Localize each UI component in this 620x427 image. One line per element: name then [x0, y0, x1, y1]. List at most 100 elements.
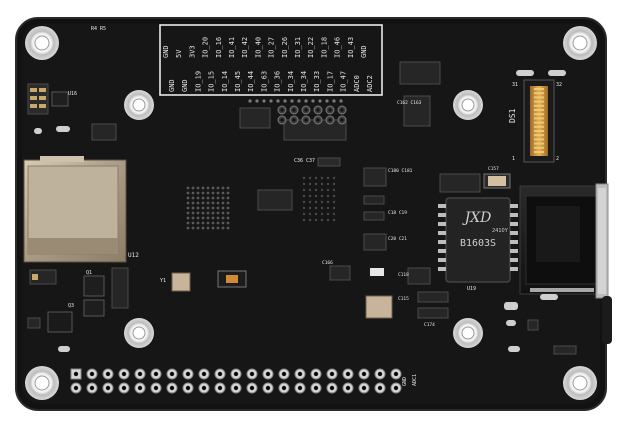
- bga-ball: [206, 226, 210, 230]
- bga-ball: [221, 206, 225, 210]
- header-pad-hole: [121, 385, 127, 391]
- bga-ball: [326, 182, 330, 186]
- bga-ball: [186, 201, 190, 205]
- header-pad-hole: [137, 385, 143, 391]
- bga-ball: [216, 191, 220, 195]
- bga-ball: [326, 176, 330, 180]
- bga-ball: [196, 206, 200, 210]
- sd-card-slot: U12: [23, 156, 139, 263]
- caps-right-a-label: C180 C181: [388, 168, 413, 174]
- header-label-top: GND: [360, 45, 368, 58]
- bga-ball: [332, 194, 336, 198]
- header-pad-hole: [169, 371, 175, 377]
- header-pad-hole: [153, 385, 159, 391]
- header-label-top: 3V3: [188, 45, 196, 58]
- xfmr-pin: [510, 231, 518, 235]
- bga-ball: [226, 191, 230, 195]
- bga-ball: [221, 216, 225, 220]
- header-label-top: IO_27: [268, 37, 276, 58]
- bga-ball: [196, 186, 200, 190]
- header-pad-hole: [377, 385, 383, 391]
- header-label-top: IO_16: [215, 37, 223, 58]
- header-label-bottom: IO_34: [300, 71, 308, 92]
- bga-ball: [221, 196, 225, 200]
- fpc-pin: [534, 130, 544, 132]
- bga-ball: [314, 200, 318, 204]
- header-label-bottom: IO_15: [208, 71, 216, 92]
- bga-ball: [206, 196, 210, 200]
- header-pin-label-block: GNDGND5VGND3V3IO_19IO_20IO_15IO_16IO_14I…: [159, 24, 383, 96]
- header-label-top: IO_46: [334, 37, 342, 58]
- bga-ball: [196, 211, 200, 215]
- header-label-bottom: IO_47: [340, 71, 348, 92]
- bottom-adc-label: ADC1: [412, 374, 418, 386]
- bga-ball: [201, 191, 205, 195]
- bga-ball: [211, 191, 215, 195]
- bga-ball: [211, 211, 215, 215]
- header-pad-hole: [328, 118, 332, 122]
- bga-ball: [191, 186, 195, 190]
- bga-ball: [216, 186, 220, 190]
- fpc-pin: [534, 151, 544, 153]
- bga-ball: [206, 206, 210, 210]
- bga-ball: [314, 194, 318, 198]
- via: [297, 99, 301, 103]
- bga-ball: [186, 191, 190, 195]
- via: [339, 99, 343, 103]
- header-pad-hole: [313, 385, 319, 391]
- bga-ball: [326, 194, 330, 198]
- bga-ball: [206, 211, 210, 215]
- bga-ball: [314, 182, 318, 186]
- bga-ball: [191, 216, 195, 220]
- header-label-bottom: IO_14: [221, 71, 229, 92]
- bga-ball: [332, 218, 336, 222]
- bga-ball: [186, 186, 190, 190]
- bga-ball: [302, 188, 306, 192]
- header-pad-hole: [345, 371, 351, 377]
- header-pad-hole: [345, 385, 351, 391]
- bga-ball: [308, 218, 312, 222]
- xfmr-pin: [510, 240, 518, 244]
- rj45-jack: [519, 183, 612, 344]
- header-pad-hole: [249, 371, 255, 377]
- via: [262, 99, 266, 103]
- header-label-top: IO_40: [254, 37, 262, 58]
- header-pad-hole: [265, 371, 271, 377]
- bottom-pin-header: [70, 368, 402, 394]
- misc-c-label: C118: [398, 272, 409, 278]
- bga-ball: [308, 188, 312, 192]
- bga-ball: [201, 216, 205, 220]
- bga-ball: [332, 176, 336, 180]
- header-label-top: 5V: [175, 49, 183, 58]
- bga-ball: [226, 196, 230, 200]
- bga-ball: [191, 191, 195, 195]
- header-pad-hole: [297, 371, 303, 377]
- via: [325, 99, 329, 103]
- header-pad-hole: [217, 385, 223, 391]
- bga-ball: [216, 196, 220, 200]
- header-pad-hole: [340, 118, 344, 122]
- bga-ball: [211, 206, 215, 210]
- bga-ball: [206, 191, 210, 195]
- header-pad-hole: [121, 371, 127, 377]
- bga-ball: [302, 176, 306, 180]
- bga-ball: [216, 211, 220, 215]
- bga-ball: [320, 212, 324, 216]
- connector-pin-d: 2: [556, 156, 559, 162]
- xfmr-pin: [510, 249, 518, 253]
- bga-ball: [314, 212, 318, 216]
- bga-ball: [216, 201, 220, 205]
- connector-pin-a: 31: [512, 82, 518, 88]
- header-label-bottom: IO_34: [287, 71, 295, 92]
- bga-ball: [221, 191, 225, 195]
- bga-ball: [196, 216, 200, 220]
- bga-ball: [221, 221, 225, 225]
- xfmr-pin: [438, 258, 446, 262]
- xfmr-pin: [438, 240, 446, 244]
- bga-ball: [186, 226, 190, 230]
- header-pad-hole: [393, 385, 399, 391]
- bga-ball: [206, 201, 210, 205]
- bga-ball: [314, 206, 318, 210]
- bga-ball: [302, 218, 306, 222]
